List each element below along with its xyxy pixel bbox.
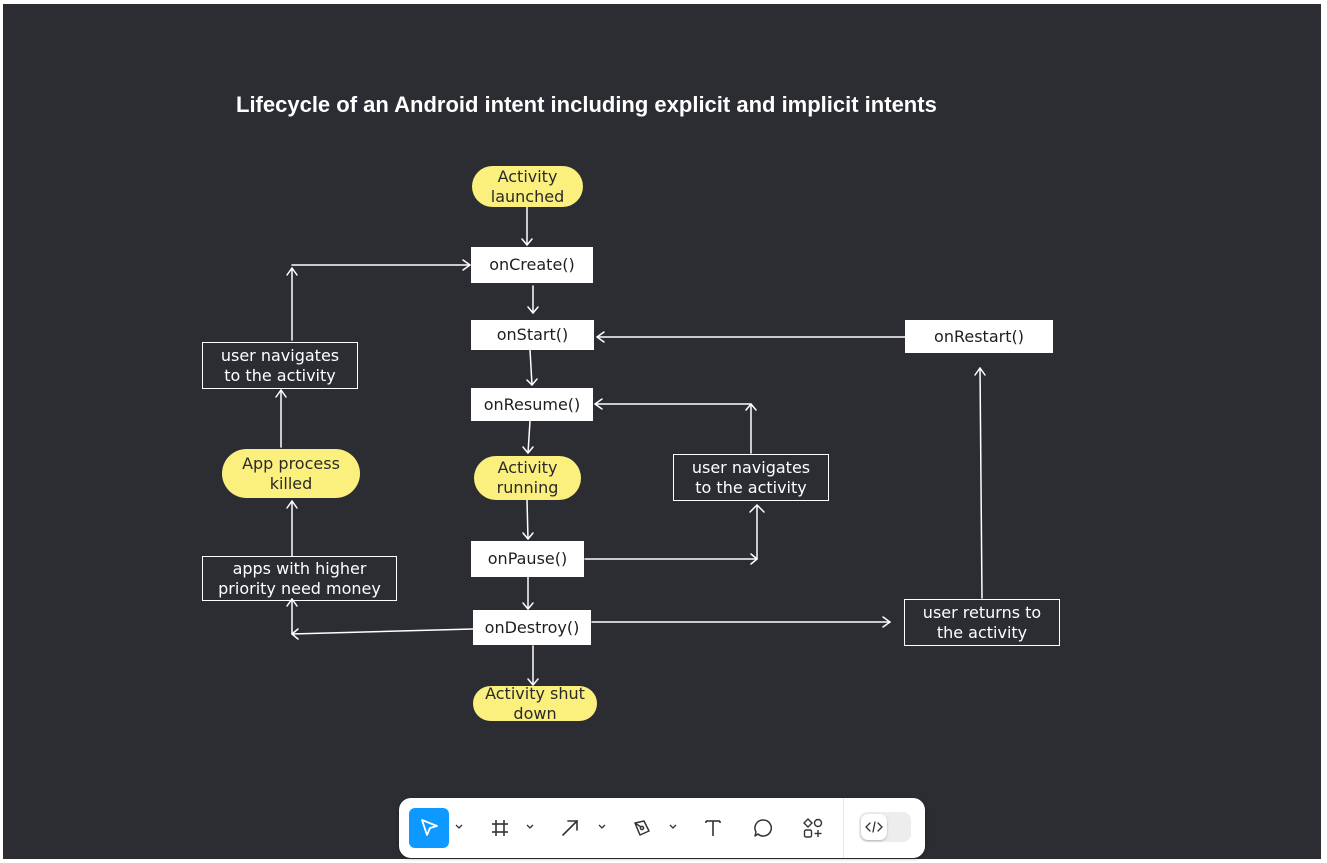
arrow-running-to-onpause: [522, 499, 534, 540]
node-user-navigates-left[interactable]: user navigates to the activity: [202, 342, 358, 389]
text-t-icon: [705, 820, 721, 836]
arrow-killed-to-usernavigates-left: [275, 389, 287, 448]
arrow-ondestroy-to-shutdown: [527, 645, 539, 686]
arrow-ondestroy-to-userreturns: [591, 616, 891, 628]
node-activity-running[interactable]: Activity running: [474, 456, 581, 500]
move-tool-dropdown[interactable]: [454, 820, 464, 834]
node-activity-shut-down[interactable]: Activity shut down: [473, 684, 597, 723]
chevron-down-icon: [455, 824, 463, 829]
dev-mode-knob: [861, 814, 887, 840]
shapes-plus-icon: [803, 818, 823, 838]
diagonal-arrow-icon: [562, 820, 578, 836]
code-icon: [865, 821, 883, 833]
arrow-onstart-to-onresume: [526, 349, 538, 386]
diagram-title: Lifecycle of an Android intent including…: [236, 92, 937, 117]
node-user-returns[interactable]: user returns to the activity: [904, 599, 1060, 646]
move-tool-button[interactable]: [409, 808, 449, 848]
node-onrestart[interactable]: onRestart(): [905, 320, 1053, 353]
comment-tool-button[interactable]: [744, 808, 782, 848]
dev-mode-toggle[interactable]: [859, 812, 911, 842]
toolbar-divider: [843, 798, 844, 858]
arrow-oncreate-to-onstart: [527, 285, 539, 314]
bottom-toolbar: [399, 798, 925, 858]
connectors: [275, 206, 986, 686]
node-apps-higher-priority[interactable]: apps with higher priority need money: [202, 556, 397, 601]
shapes-tool-button[interactable]: [794, 808, 832, 848]
text-tool-button[interactable]: [694, 808, 732, 848]
node-user-navigates-right[interactable]: user navigates to the activity: [673, 454, 829, 501]
arrow-onrestart-to-onstart: [596, 331, 906, 343]
arrow-usernavigates-right-to-onresume: [594, 398, 757, 454]
node-app-process-killed[interactable]: App process killed: [222, 449, 360, 498]
chevron-down-icon: [669, 824, 677, 829]
canvas[interactable]: Lifecycle of an Android intent including…: [3, 4, 1321, 859]
pen-tool-button[interactable]: [623, 808, 661, 848]
node-onstart[interactable]: onStart(): [471, 320, 594, 350]
arrow-onresume-to-running: [522, 420, 534, 454]
arrow-tool-dropdown[interactable]: [597, 820, 607, 834]
node-oncreate[interactable]: onCreate(): [471, 247, 593, 283]
arrow-tool-button[interactable]: [551, 808, 589, 848]
arrow-onpause-to-ondestroy: [522, 576, 534, 610]
arrow-launched-to-oncreate: [521, 206, 533, 246]
pen-tool-dropdown[interactable]: [668, 820, 678, 834]
arrow-userreturns-to-onrestart: [974, 367, 986, 599]
cursor-arrow-icon: [421, 819, 438, 836]
frame-tool-button[interactable]: [481, 808, 519, 848]
chevron-down-icon: [526, 824, 534, 829]
arrow-onpause-to-usernavigates-right: [584, 504, 765, 565]
comment-bubble-icon: [754, 819, 773, 837]
frame-tool-dropdown[interactable]: [525, 820, 535, 834]
node-onresume[interactable]: onResume(): [471, 388, 593, 421]
node-activity-launched[interactable]: Activity launched: [472, 166, 583, 207]
pen-nib-icon: [634, 820, 650, 836]
node-ondestroy[interactable]: onDestroy(): [473, 610, 591, 645]
arrow-usernavigates-left-to-oncreate: [286, 259, 471, 341]
frame-hash-icon: [492, 820, 508, 836]
arrow-apps-to-killed: [286, 500, 298, 557]
node-onpause[interactable]: onPause(): [471, 541, 584, 577]
chevron-down-icon: [598, 824, 606, 829]
arrow-ondestroy-to-apps: [286, 598, 474, 640]
